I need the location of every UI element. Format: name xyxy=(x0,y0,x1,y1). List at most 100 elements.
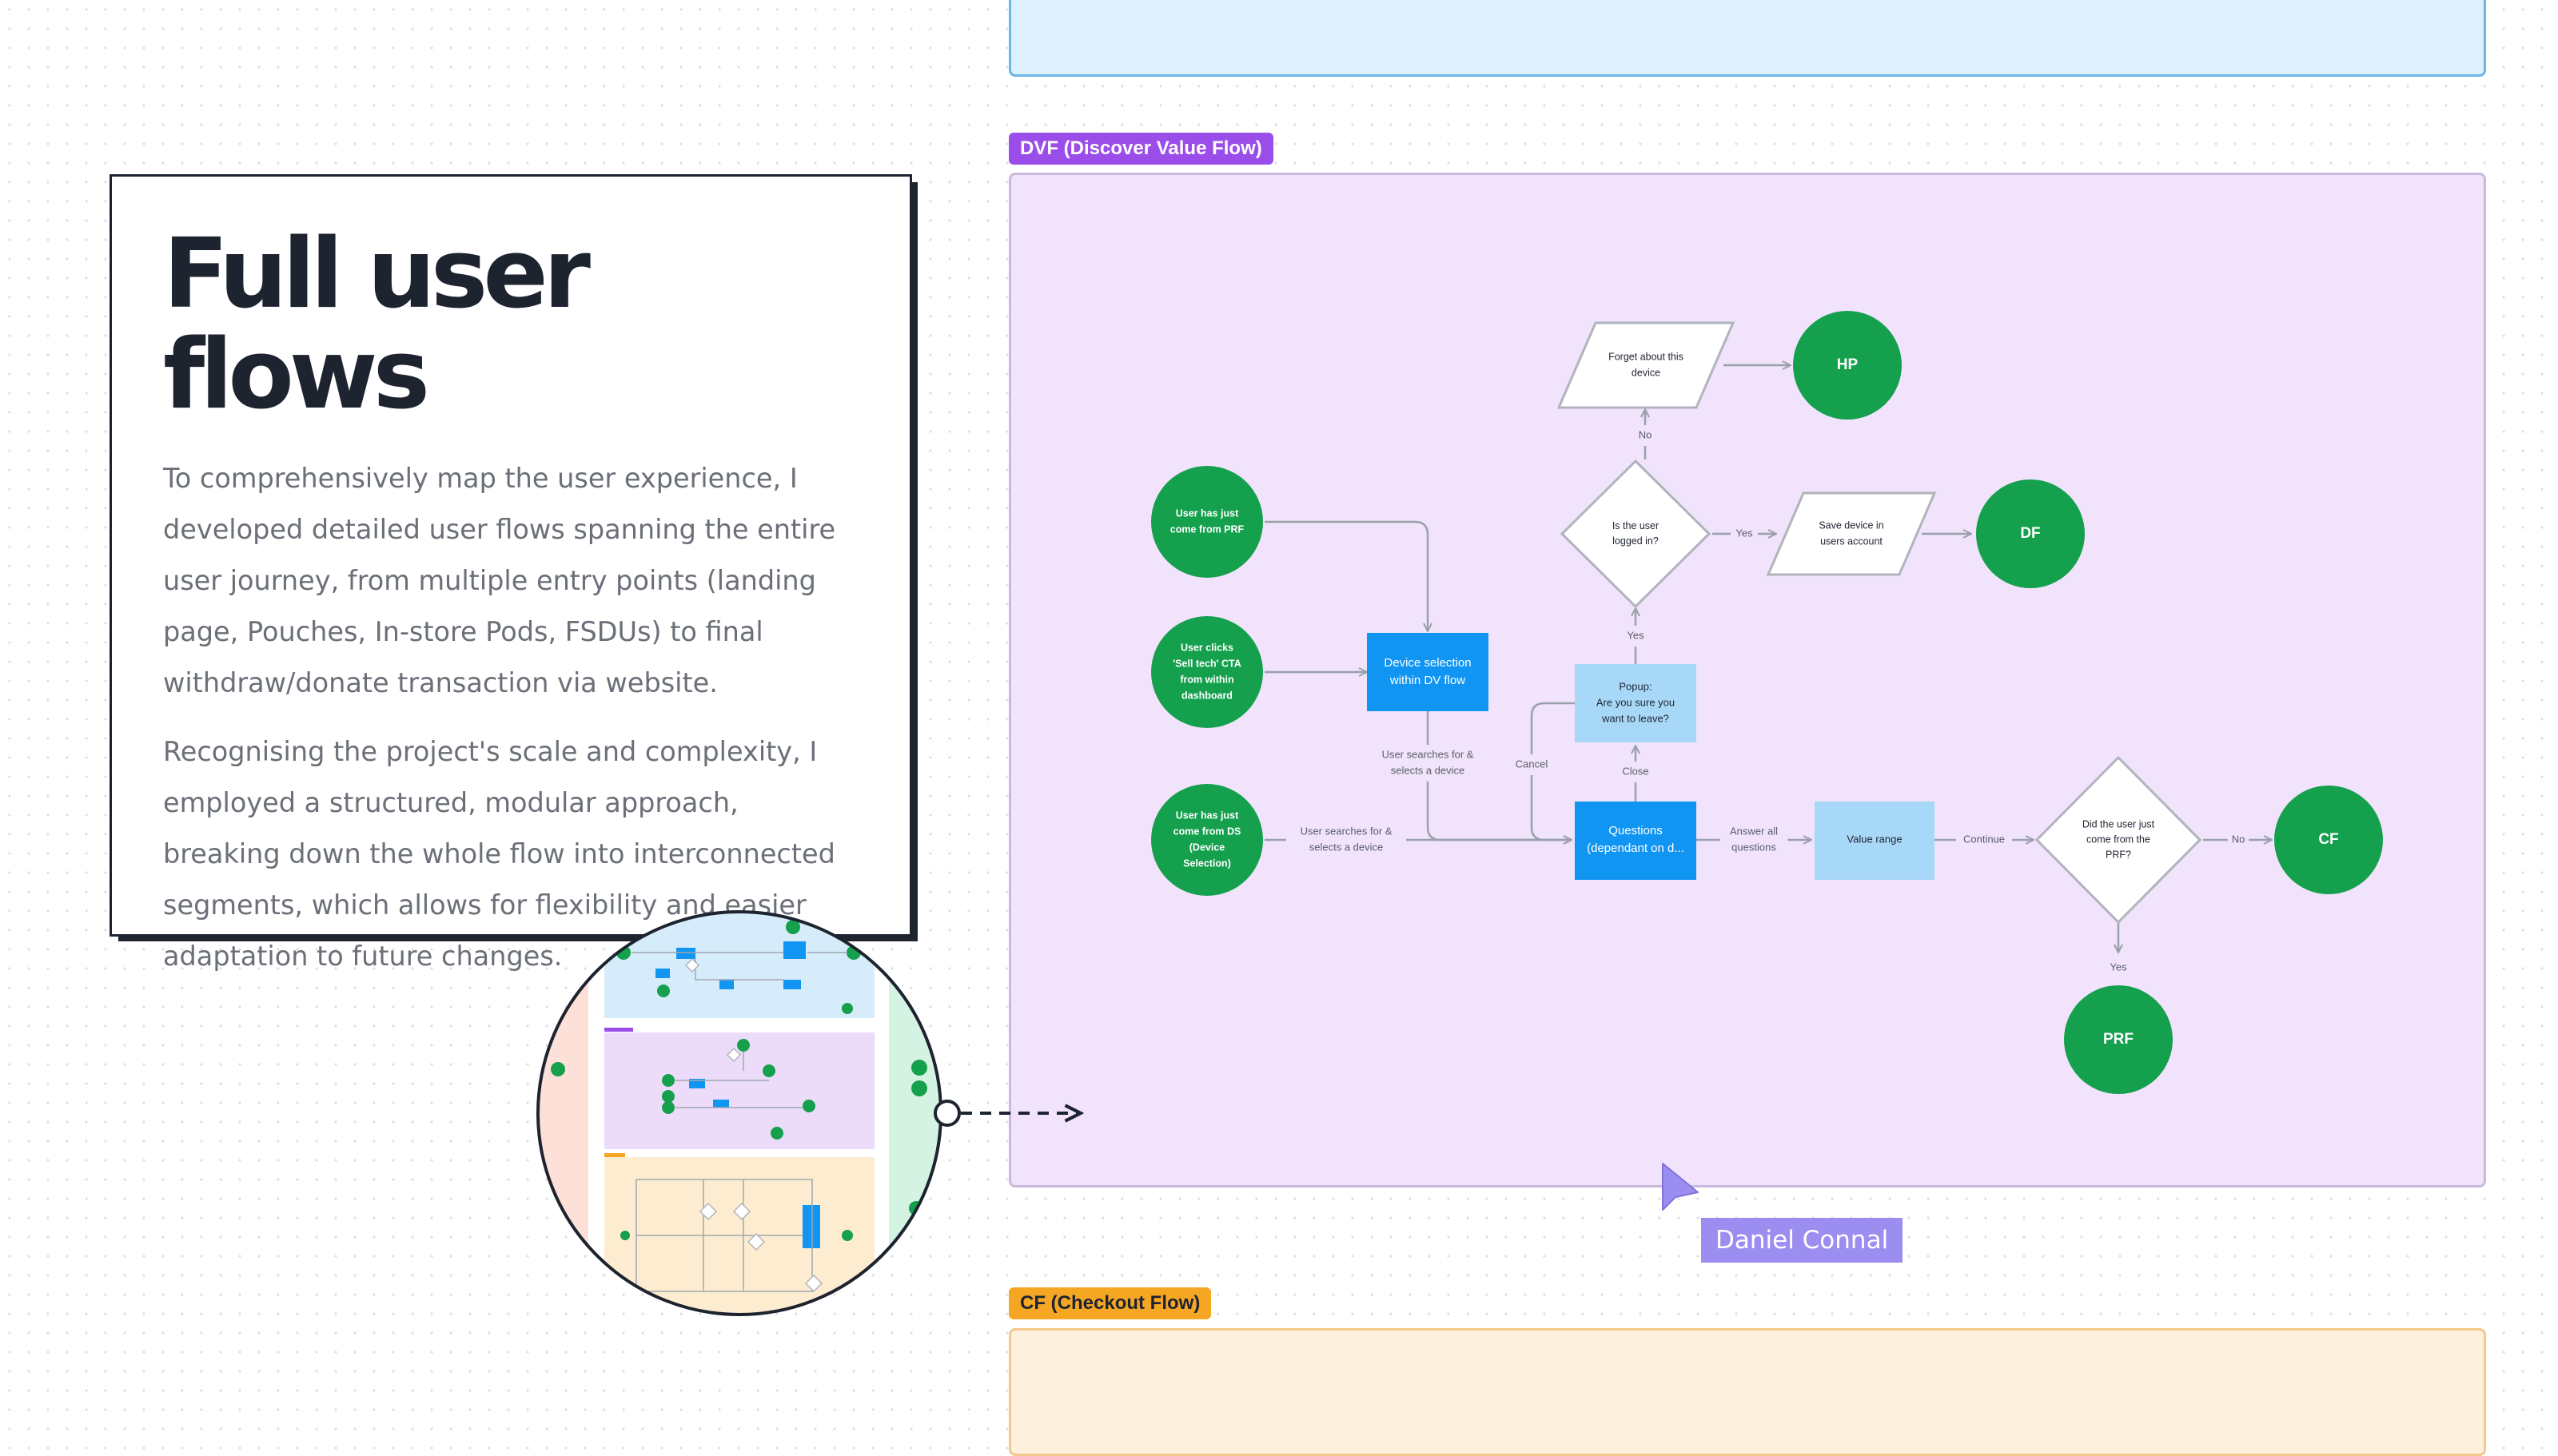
edge-label-lbl-yes3: Yes xyxy=(2105,957,2132,978)
edge-label-lbl-continue: Continue xyxy=(1955,829,2013,850)
node-label-from-prf-line: come from the xyxy=(2086,833,2150,845)
node-label-ds-in-line: come from DS xyxy=(1173,825,1241,837)
node-label-sell-tech-line: from within xyxy=(1180,674,1233,685)
edge-device-to-questions xyxy=(1426,711,1572,840)
node-save xyxy=(1766,491,1937,576)
node-label-df: DF xyxy=(2020,525,2040,542)
node-label-questions: Questions (dependant on d... xyxy=(1587,824,1684,855)
node-label-prf-in-line: come from PRF xyxy=(1170,523,1245,535)
node-label-sell-tech-line: User clicks xyxy=(1181,642,1233,653)
node-label-forget-line: Forget about this xyxy=(1608,351,1683,362)
edge-label-lbl-search1-line: selects a device xyxy=(1391,764,1465,776)
edge-label-lbl-no1: No xyxy=(1634,425,1656,446)
node-label-prf-in-line: User has just xyxy=(1176,507,1239,519)
cursor-pointer-icon xyxy=(1662,1163,1699,1211)
edge-label-lbl-no2-line: No xyxy=(2232,833,2245,845)
edge-label-lbl-answer-line: questions xyxy=(1731,841,1776,853)
node-label-sell-tech: User clicks 'Sell tech' CTA from within das… xyxy=(1173,642,1241,701)
node-label-df-line: DF xyxy=(2020,525,2040,542)
node-label-prf-in: User has just come from PRF xyxy=(1170,507,1245,535)
node-label-ds-in: User has just come from DS (DeviceSelectio… xyxy=(1173,810,1241,869)
node-hp xyxy=(1793,311,1902,420)
node-forget xyxy=(1556,321,1735,409)
edge-label-lbl-yes1-line: Yes xyxy=(1735,527,1753,539)
edge-label-lbl-search1: User searches for & selects a device xyxy=(1367,745,1488,782)
node-label-value-range-line: Value range xyxy=(1847,833,1902,845)
node-popup xyxy=(1575,664,1696,742)
edge-label-lbl-search2: User searches for & selects a device xyxy=(1285,821,1407,858)
edge-label-lbl-search2-line: selects a device xyxy=(1309,841,1384,853)
node-label-cf: CF xyxy=(2318,831,2338,848)
collaborator-cursor-label: Daniel Connal xyxy=(1701,1218,1903,1263)
edge-label-lbl-answer-line: Answer all xyxy=(1730,825,1778,837)
edge-label-lbl-cancel: Cancel xyxy=(1509,754,1554,775)
node-label-ds-in-line: (Device xyxy=(1189,841,1225,853)
node-questions xyxy=(1575,802,1696,880)
node-label-save-line: Save device in xyxy=(1819,519,1883,531)
node-prf xyxy=(2064,985,2173,1094)
node-label-cf-line: CF xyxy=(2318,831,2338,848)
node-label-save-line: users account xyxy=(1820,535,1883,547)
edge-label-lbl-no1-line: No xyxy=(1639,428,1652,440)
overview-magnifier[interactable] xyxy=(528,895,961,1343)
edge-label-lbl-yes3-line: Yes xyxy=(2110,961,2127,973)
node-device-sel xyxy=(1367,633,1488,711)
node-sell-tech xyxy=(1151,616,1263,728)
text-card[interactable]: Full user flows To comprehensively map t… xyxy=(110,174,912,972)
card-paragraph-1: To comprehensively map the user experien… xyxy=(163,463,836,698)
edge-label-lbl-cancel-line: Cancel xyxy=(1516,758,1548,770)
edge-label-lbl-continue-line: Continue xyxy=(1963,833,2005,845)
node-label-questions-line: Questions xyxy=(1608,824,1663,837)
node-df xyxy=(1976,479,2085,588)
node-label-popup: Popup: Are you sure you want to leave? xyxy=(1596,680,1675,724)
node-prf-in xyxy=(1151,466,1263,578)
edge-label-lbl-yes1: Yes xyxy=(1731,523,1758,544)
node-label-logged-in-line: logged in? xyxy=(1612,535,1659,547)
node-label-popup-line: Are you sure you xyxy=(1596,696,1675,708)
node-label-device-sel-line: within DV flow xyxy=(1389,674,1465,687)
node-label-logged-in-line: Is the user xyxy=(1612,520,1659,531)
edge-label-lbl-no2: No xyxy=(2227,829,2249,850)
node-label-from-prf-line: PRF? xyxy=(2106,849,2131,860)
node-label-hp: HP xyxy=(1837,356,1859,373)
cf-frame-label[interactable]: CF (Checkout Flow) xyxy=(1009,1287,1212,1319)
node-label-device-sel-line: Device selection xyxy=(1384,656,1471,670)
node-label-logged-in: Is the user logged in? xyxy=(1612,520,1659,547)
node-label-value-range: Value range xyxy=(1847,833,1902,845)
edge-label-lbl-search1-line: User searches for & xyxy=(1382,748,1474,760)
edge-label-lbl-close-line: Close xyxy=(1622,765,1648,777)
node-label-popup-line: Popup: xyxy=(1619,680,1652,692)
node-from-prf xyxy=(2034,755,2202,925)
node-label-sell-tech-line: dashboard xyxy=(1181,690,1233,701)
node-value-range xyxy=(1815,802,1934,880)
flow-shapes xyxy=(1151,311,2383,1094)
node-label-sell-tech-line: 'Sell tech' CTA xyxy=(1173,658,1241,669)
edge-prf-to-device xyxy=(1265,520,1428,631)
edge-label-lbl-answer: Answer all questions xyxy=(1719,821,1788,858)
node-label-prf: PRF xyxy=(2103,1031,2134,1048)
node-label-save: Save device in users account xyxy=(1819,519,1883,547)
node-label-hp-line: HP xyxy=(1837,356,1859,373)
node-label-ds-in-line: User has just xyxy=(1176,810,1239,821)
node-logged-in xyxy=(1560,459,1711,609)
edge-label-lbl-yes2-line: Yes xyxy=(1627,629,1644,641)
node-ds-in xyxy=(1151,784,1263,896)
node-label-from-prf-line: Did the user just xyxy=(2082,818,2155,829)
node-label-device-sel: Device selection within DV flow xyxy=(1384,656,1471,687)
node-label-forget-line: device xyxy=(1632,367,1660,378)
frame-dvf xyxy=(1009,173,2486,1187)
frame-top-blue xyxy=(1009,0,2486,77)
node-label-prf-line: PRF xyxy=(2103,1031,2134,1048)
node-label-ds-in-line: Selection) xyxy=(1183,857,1231,869)
node-label-forget: Forget about this device xyxy=(1608,351,1683,378)
edge-label-lbl-search2-line: User searches for & xyxy=(1301,825,1393,837)
dvf-frame-label[interactable]: DVF (Discover Value Flow) xyxy=(1009,133,1273,165)
edge-label-lbl-close: Close xyxy=(1616,762,1656,782)
node-label-questions-line: (dependant on d... xyxy=(1587,841,1684,855)
card-title: Full user flows xyxy=(163,219,591,431)
flow-node-labels: User has just come from PRF User clicks 'Se… xyxy=(1170,351,2339,1048)
edge-label-lbl-yes2: Yes xyxy=(1622,626,1649,646)
node-label-popup-line: want to leave? xyxy=(1601,712,1669,724)
